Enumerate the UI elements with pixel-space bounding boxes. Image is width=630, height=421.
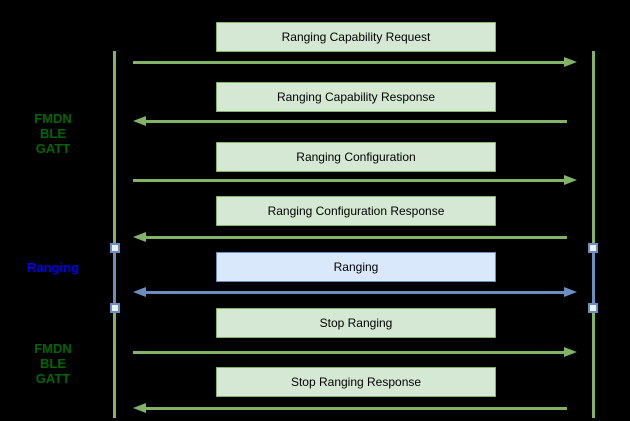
message-box-ranging-configuration-response: Ranging Configuration Response	[216, 196, 496, 226]
lifeline-left-ranging-segment	[113, 248, 116, 308]
message-box-ranging-capability-request: Ranging Capability Request	[216, 22, 496, 52]
arrowhead-right-icon	[564, 57, 577, 67]
endpoint-marker-right-top	[588, 243, 598, 253]
arrowhead-left-icon	[133, 232, 146, 242]
side-label-ranging: Ranging	[8, 260, 98, 275]
message-arrow-ranging	[146, 290, 564, 294]
arrowhead-right-icon	[564, 347, 577, 357]
side-label-line: FMDN	[34, 110, 72, 126]
endpoint-marker-left-top	[110, 243, 120, 253]
message-arrow-ranging-configuration	[133, 178, 564, 182]
arrowhead-right-icon	[564, 175, 577, 185]
message-box-ranging: Ranging	[216, 252, 496, 282]
message-box-stop-ranging-response: Stop Ranging Response	[216, 367, 496, 397]
arrowhead-left-icon	[133, 287, 146, 297]
arrowhead-left-icon	[133, 403, 146, 413]
endpoint-marker-right-bottom	[588, 303, 598, 313]
side-label-line: FMDN	[34, 340, 72, 356]
endpoint-marker-left-bottom	[110, 303, 120, 313]
message-box-ranging-configuration: Ranging Configuration	[216, 142, 496, 172]
side-label-line: BLE	[40, 125, 66, 141]
message-box-ranging-capability-response: Ranging Capability Response	[216, 82, 496, 112]
message-arrow-ranging-capability-response	[146, 119, 567, 123]
side-label-line: GATT	[35, 140, 71, 156]
side-label-line: GATT	[35, 370, 71, 386]
lifeline-right-ranging-segment	[592, 248, 595, 308]
arrowhead-left-icon	[133, 116, 146, 126]
side-label-line: BLE	[40, 355, 66, 371]
message-arrow-ranging-capability-request	[133, 60, 564, 64]
message-box-stop-ranging: Stop Ranging	[216, 308, 496, 338]
message-arrow-stop-ranging	[133, 350, 564, 354]
arrowhead-right-icon	[564, 287, 577, 297]
lifeline-left	[113, 51, 116, 418]
lifeline-right	[592, 51, 595, 418]
side-label-line: Ranging	[27, 259, 79, 275]
message-arrow-stop-ranging-response	[146, 406, 567, 410]
message-arrow-ranging-configuration-response	[146, 235, 567, 239]
